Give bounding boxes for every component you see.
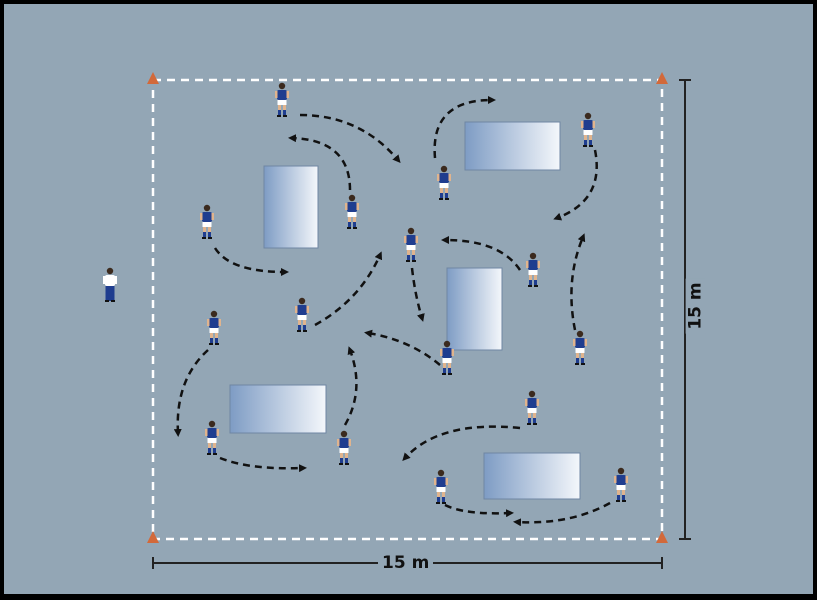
- arrow: [299, 113, 401, 164]
- arrow: [444, 503, 514, 518]
- cone-icon: [147, 531, 159, 543]
- arrow: [513, 501, 611, 527]
- arrow: [410, 267, 425, 322]
- player-icon: [434, 470, 448, 504]
- mat: [263, 165, 319, 249]
- mat: [483, 452, 581, 500]
- player-icon: [526, 253, 540, 287]
- cone-icon: [656, 531, 668, 543]
- arrow: [219, 456, 307, 473]
- boundary: [151, 78, 664, 541]
- cone-icon: [656, 72, 668, 84]
- arrow: [173, 349, 209, 437]
- arrow: [343, 346, 358, 426]
- player-icon: [437, 166, 451, 200]
- mats: [229, 121, 581, 500]
- player-icon: [573, 331, 587, 365]
- cones: [147, 72, 668, 543]
- arrow: [553, 149, 598, 221]
- player-icon: [525, 391, 539, 425]
- player-icon: [205, 421, 219, 455]
- dimension-lines: [152, 79, 691, 569]
- cone-icon: [147, 72, 159, 84]
- arrow: [364, 329, 441, 366]
- player-icon: [337, 431, 351, 465]
- arrow: [402, 425, 521, 461]
- player-icon: [295, 298, 309, 332]
- player-icon: [275, 83, 289, 117]
- run-arrows: [173, 96, 611, 527]
- player-icon: [404, 228, 418, 262]
- player-icon: [614, 468, 628, 502]
- width-label: 15 m: [378, 553, 434, 573]
- arrow: [314, 251, 383, 327]
- mat: [464, 121, 561, 171]
- player-icon: [345, 195, 359, 229]
- mat: [229, 384, 327, 434]
- player-icon: [207, 311, 221, 345]
- field: [4, 4, 813, 594]
- mat: [446, 267, 503, 351]
- player-icon: [200, 205, 214, 239]
- coach-icon: [103, 268, 117, 302]
- arrow: [570, 233, 586, 331]
- arrow: [441, 236, 522, 271]
- player-icon: [581, 113, 595, 147]
- arrow: [213, 247, 289, 276]
- arrow: [288, 134, 352, 191]
- height-label: 15 m: [685, 278, 706, 334]
